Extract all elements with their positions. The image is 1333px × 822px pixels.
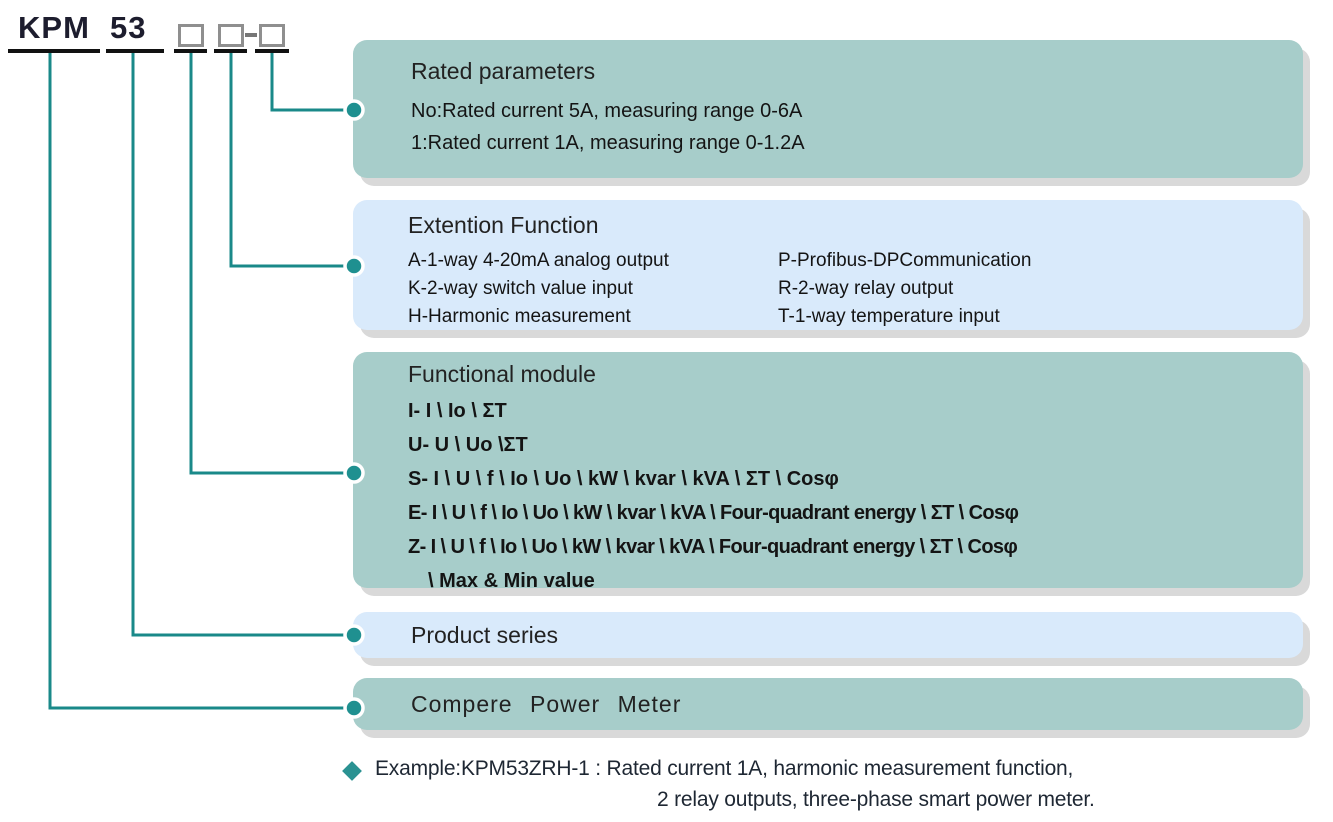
extension-option: K-2-way switch value input	[408, 278, 633, 299]
dash-separator-icon	[245, 33, 257, 37]
extension-left-column: A-1-way 4-20mA analog output K-2-way swi…	[408, 247, 778, 331]
underline-brand	[8, 49, 100, 53]
underline-slot3	[255, 49, 289, 53]
connector-line-meter	[48, 53, 346, 710]
placeholder-box-icon	[178, 24, 204, 47]
model-series-label: 53	[110, 10, 147, 45]
product-series-title: Product series	[411, 621, 559, 648]
extension-right-column: P-Profibus-DPCommunication R-2-way relay…	[778, 247, 1031, 331]
rated-parameters-box: Rated parameters No:Rated current 5A, me…	[353, 40, 1303, 178]
connector-line-product	[131, 53, 346, 637]
extension-function-box: Extention Function A-1-way 4-20mA analog…	[353, 200, 1303, 330]
rated-parameters-line: No:Rated current 5A, measuring range 0-6…	[411, 100, 803, 122]
underline-series	[106, 49, 164, 53]
functional-module-option: S- I \ U \ f \ Io \ Uo \ kW \ kvar \ kVA…	[408, 468, 839, 490]
functional-module-option: I- I \ Io \ ΣT	[408, 400, 507, 422]
connector-line-rated	[270, 53, 346, 112]
example-text-line2: 2 relay outputs, three-phase smart power…	[657, 788, 1095, 811]
functional-module-option: E- I \ U \ f \ Io \ Uo \ kW \ kvar \ kVA…	[408, 502, 1019, 524]
functional-module-option: Z- I \ U \ f \ Io \ Uo \ kW \ kvar \ kVA…	[408, 536, 1018, 558]
placeholder-box-icon	[218, 24, 244, 47]
extension-option: H-Harmonic measurement	[408, 306, 631, 327]
meter-name-title: Compere Power Meter	[411, 690, 682, 717]
connector-line-extension	[229, 53, 346, 268]
rated-parameters-line: 1:Rated current 1A, measuring range 0-1.…	[411, 132, 805, 154]
functional-module-box: Functional module I- I \ Io \ ΣT U- U \ …	[353, 352, 1303, 592]
rated-parameters-title: Rated parameters	[411, 58, 596, 84]
underline-slot1	[174, 49, 207, 53]
extension-option: P-Profibus-DPCommunication	[778, 250, 1032, 271]
underline-slot2	[214, 49, 247, 53]
functional-module-title: Functional module	[408, 361, 596, 387]
functional-module-option: U- U \ Uo \ΣT	[408, 434, 528, 456]
placeholder-box-icon	[259, 24, 285, 47]
connector-line-functional	[189, 53, 346, 475]
meter-name-box: Compere Power Meter	[353, 678, 1303, 730]
extension-option: A-1-way 4-20mA analog output	[408, 250, 669, 271]
example-text-line1: Example:KPM53ZRH-1 : Rated current 1A, h…	[375, 757, 1074, 780]
functional-module-option-continued: \ Max & Min value	[428, 570, 595, 592]
extension-function-title: Extention Function	[408, 212, 599, 238]
extension-option: T-1-way temperature input	[778, 306, 1000, 327]
extension-option: R-2-way relay output	[778, 278, 954, 299]
product-series-box: Product series	[353, 612, 1303, 658]
model-brand-label: KPM	[18, 10, 90, 45]
extension-function-columns: A-1-way 4-20mA analog output K-2-way swi…	[408, 247, 1303, 331]
diamond-bullet-icon	[342, 761, 362, 781]
